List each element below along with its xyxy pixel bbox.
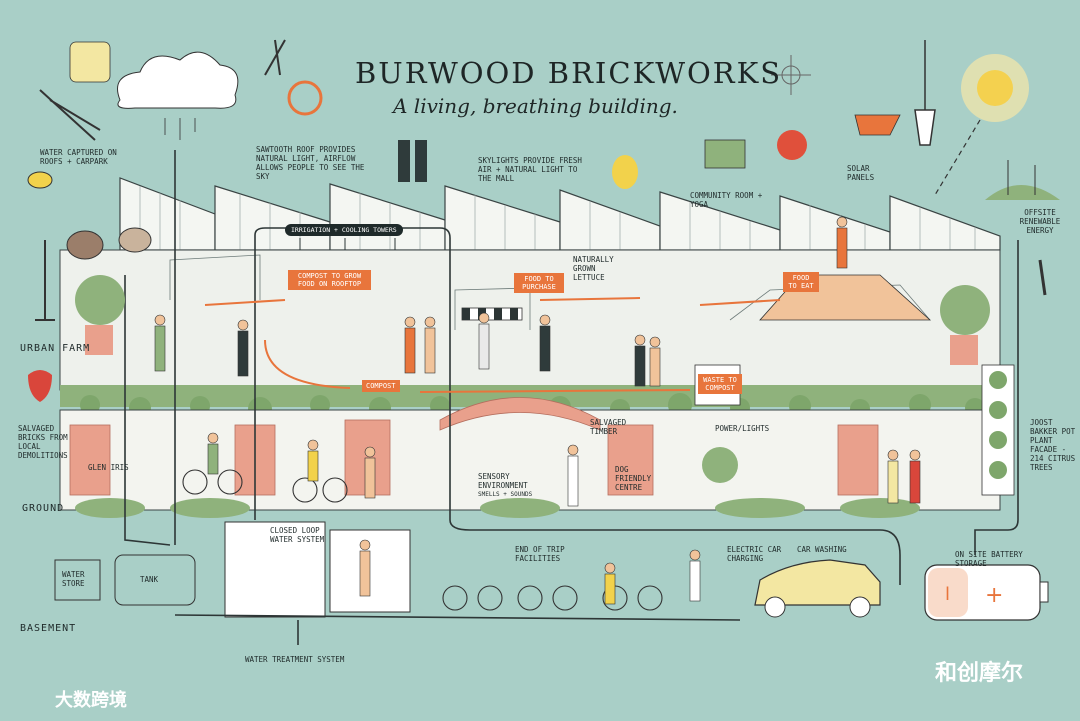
people-figures [154,216,921,605]
callout-tank: TANK [140,575,159,584]
pitchfork-icon [35,240,55,321]
callout-water-store: WATER STORE [62,570,85,588]
battery-icon: l + [924,564,1049,621]
callout-joost-bakker: JOOST BAKKER POT PLANT FACADE - 214 CITR… [1030,418,1076,472]
sign-glen-iris: GLEN IRIS [88,463,129,472]
cloud-icon [117,51,239,109]
callout-power-lights: POWER/LIGHTS [715,424,770,433]
callout-salvaged-timber: SALVAGED TIMBER [590,418,627,436]
callout-car-washing: CAR WASHING [797,545,847,554]
watermark-right: 和创摩尔 [935,661,1024,686]
tag-compost-to-grow: COMPOST TO GROW FOOD ON ROOFTOP [288,270,371,290]
page-subtitle: A living, breathing building. [393,94,678,118]
wind-turbines-icon [985,160,1060,200]
callout-naturally-grown: NATURALLY GROWN LETTUCE [573,255,614,282]
sun-icon [961,54,1029,122]
callout-sawtooth-roof: SAWTOOTH ROOF PROVIDES NATURAL LIGHT, AI… [256,145,365,181]
closed-loop-room [224,521,326,618]
callout-closed-loop: CLOSED LOOP WATER SYSTEM [270,526,325,544]
callout-end-of-trip: END OF TRIP FACILITIES [515,545,565,563]
callout-dog-friendly: DOG FRIENDLY CENTRE [615,465,652,492]
gloves-icon [69,41,111,83]
car-icon [754,559,881,618]
trowel-icon [1038,259,1047,296]
rain-lines [164,118,196,140]
svg-text:l: l [945,584,950,605]
watermark-left: 大数跨境 [55,690,127,711]
brick-arch [439,397,601,431]
callout-community-room: COMMUNITY ROOM + YOGA [690,191,763,209]
watering-can-icon [704,139,746,169]
shears-icon [39,89,101,141]
brick-piers [69,419,879,496]
callout-offsite-energy: OFFSITE RENEWABLE ENERGY [1019,208,1061,235]
lemon-icon [612,155,638,189]
tag-waste-to-compost: WASTE TO COMPOST [698,374,742,394]
foliage-strip [60,385,1000,407]
sawtooth-roof [119,177,1001,251]
hose-icon [287,80,323,116]
svg-text:+: + [985,583,1003,608]
callout-electric-car: ELECTRIC CAR CHARGING [727,545,782,563]
bicycles [182,469,663,611]
callout-salvaged-bricks: SALVAGED BRICKS FROM LOCAL DEMOLITIONS [18,424,68,460]
water-pipes [124,150,1019,645]
market-awning [461,307,523,321]
flow-arrows [204,297,781,393]
compass-icon [771,55,811,95]
tag-food-to-purchase: FOOD TO PURCHASE [514,273,564,293]
spade-icon [914,40,936,146]
callout-irrigation: IRRIGATION + COOLING TOWERS [285,224,403,236]
wheelbarrow-icon [854,114,901,136]
boots-icon [398,140,427,182]
tag-food-to-eat: FOOD TO EAT [783,272,819,292]
callout-sensory-sub: SMELLS + SOUNDS [478,491,533,498]
level-basement: BASEMENT [20,623,77,634]
strawberry-icon [28,370,52,402]
callout-solar-panels: SOLAR PANELS [847,164,875,182]
pruner-icon [264,39,286,76]
page-title: BURWOOD BRICKWORKS [355,56,783,90]
tomato-icon [777,130,807,160]
ground-shrubs [75,498,920,518]
citrus-facade [981,364,1015,496]
callout-battery: ON SITE BATTERY STORAGE [955,550,1023,568]
bee-icon [27,171,53,189]
level-ground: GROUND [22,503,65,514]
quail-icon [66,230,104,260]
farm-trees [75,275,990,483]
sprinklers [299,238,396,250]
bird-icon [118,227,152,253]
tag-compost: COMPOST [362,380,400,392]
callout-water-captured: WATER CAPTURED ON ROOFS + CARPARK [40,148,117,166]
callout-sensory: SENSORY ENVIRONMENT [478,472,528,490]
callout-water-treatment: WATER TREATMENT SYSTEM [245,655,345,664]
callout-skylights: SKYLIGHTS PROVIDE FRESH AIR + NATURAL LI… [478,156,582,183]
water-tanks [54,554,196,606]
sunlight-arrow [934,119,981,196]
level-urban-farm: URBAN FARM [20,343,91,354]
